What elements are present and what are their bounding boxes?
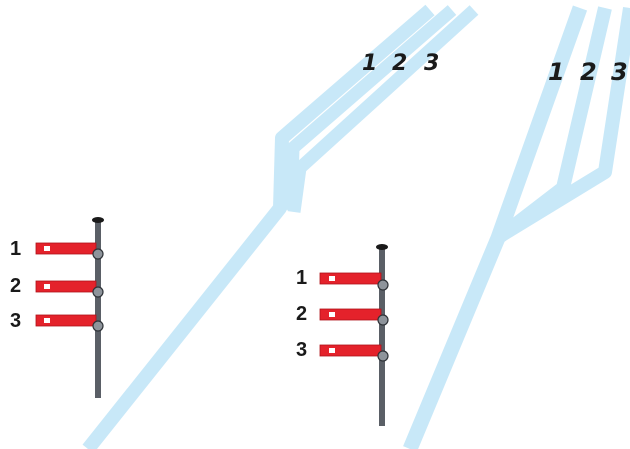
right-track-label-2: 2 [580, 58, 597, 86]
right-signal-arm-2-stripe [329, 312, 335, 317]
left-signal-cap [92, 217, 104, 223]
right-track-label-3: 3 [611, 58, 628, 86]
left-signal-arm-2-stripe [44, 284, 50, 289]
left-track-label-1: 1 [362, 51, 377, 76]
right-signal-arm-2-pivot [377, 314, 389, 326]
right-signal: 1 2 3 [296, 244, 389, 426]
left-signal-arm-1 [35, 242, 104, 260]
right-track-label-1: 1 [548, 58, 565, 86]
right-signal-arm-3 [319, 344, 389, 362]
right-signal-arm-3-pivot [377, 350, 389, 362]
left-track-label-2: 2 [392, 51, 407, 76]
left-track-label-3: 3 [424, 51, 439, 76]
right-signal-label-1: 1 [296, 267, 307, 289]
left-signal-label-1: 1 [10, 238, 21, 260]
left-track-1 [82, 4, 435, 449]
left-signal-arm-2 [35, 280, 104, 298]
left-signal-arm-3-pivot [92, 320, 104, 332]
right-track-3 [496, 6, 630, 242]
left-signal-label-2: 2 [10, 275, 21, 297]
left-signal-arm-1-pivot [92, 248, 104, 260]
right-signal-post [379, 248, 385, 426]
right-signal-arm-1-stripe [329, 276, 335, 281]
right-signal-arm-3-stripe [329, 348, 335, 353]
right-signal-arm-2 [319, 308, 389, 326]
left-track-labels: 1 2 3 [362, 51, 439, 76]
right-signal-label-2: 2 [296, 303, 307, 325]
left-signal-arm-2-pivot [92, 286, 104, 298]
left-signal-arm-3 [35, 314, 104, 332]
right-signal-cap [376, 244, 388, 250]
right-junction-tracks [403, 5, 630, 449]
right-signal-arm-1-pivot [377, 279, 389, 291]
right-signal-label-3: 3 [296, 339, 307, 361]
left-signal-label-3: 3 [10, 310, 21, 332]
left-signal-arm-3-stripe [44, 318, 50, 323]
left-signal: 1 2 3 [10, 217, 104, 398]
left-track-3 [287, 5, 479, 213]
left-signal-post [95, 220, 101, 398]
right-track-labels: 1 2 3 [548, 58, 628, 86]
left-signal-arm-1-stripe [44, 246, 50, 251]
left-junction-tracks [82, 4, 479, 449]
right-signal-arm-1 [319, 272, 389, 291]
